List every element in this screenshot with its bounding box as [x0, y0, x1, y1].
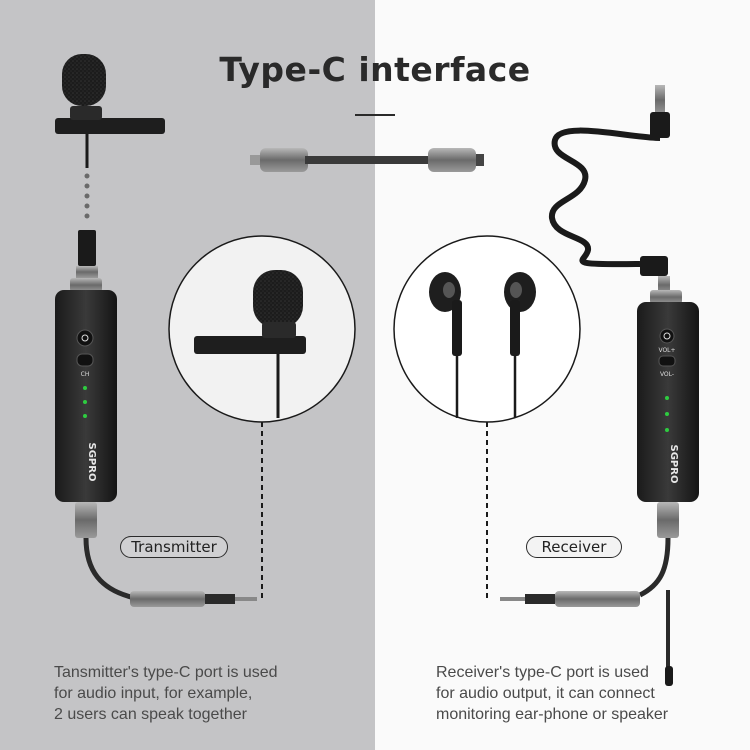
page-title: Type-C interface [219, 50, 531, 89]
title-underline [355, 114, 395, 116]
transmitter-brand-label: SGPRO [86, 443, 97, 482]
transmitter-zoom-circle [168, 235, 356, 423]
volume-down-label: VOL- [660, 371, 674, 378]
receiver-label: Receiver [526, 536, 622, 558]
earphones-zoom-circle [393, 235, 581, 423]
receiver-brand-label: SGPRO [668, 445, 679, 484]
channel-button-label: CH [81, 371, 90, 378]
lavalier-microphone-top [55, 54, 165, 278]
transmitter-audio-adapter [130, 591, 257, 607]
transmitter-caption: Tansmitter's type-C port is used for aud… [54, 662, 354, 725]
receiver-caption: Receiver's type-C port is used for audio… [436, 662, 736, 725]
coiled-audio-cable [549, 85, 670, 294]
receiver-audio-adapter [500, 591, 640, 607]
transmitter-type-c-cable [83, 537, 136, 601]
transmitter-device: CH SGPRO [55, 278, 117, 538]
type-c-adapter-cable [250, 148, 484, 172]
receiver-device: VOL+ VOL- SGPRO [637, 290, 699, 538]
transmitter-caption-line: Tansmitter's type-C port is used [54, 664, 278, 681]
receiver-caption-line: for audio output, it can connect [436, 685, 655, 702]
volume-up-label: VOL+ [658, 347, 675, 354]
receiver-caption-line: Receiver's type-C port is used [436, 664, 649, 681]
receiver-caption-line: monitoring ear-phone or speaker [436, 706, 669, 723]
transmitter-caption-line: 2 users can speak together [54, 706, 248, 723]
transmitter-caption-line: for audio input, for example, [54, 685, 253, 702]
transmitter-label: Transmitter [120, 536, 228, 558]
receiver-antenna-tip [665, 666, 673, 686]
receiver-type-c-cable [638, 537, 671, 598]
